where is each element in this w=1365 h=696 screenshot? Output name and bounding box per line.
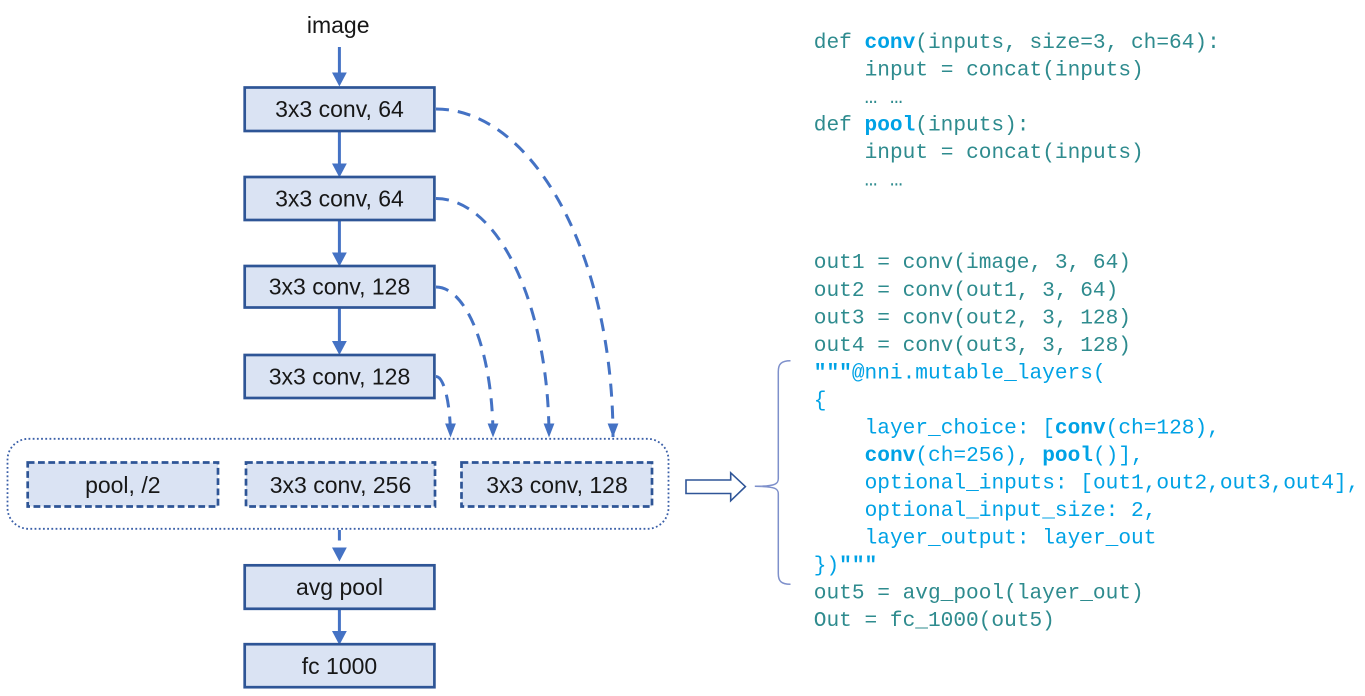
svg-text:3x3 conv, 256: 3x3 conv, 256 [270,472,412,498]
svg-text:"""@nni.mutable_layers(: """@nni.mutable_layers( [814,361,1106,385]
svg-text:input = concat(inputs): input = concat(inputs) [865,59,1144,83]
svg-text:avg pool: avg pool [296,574,383,600]
svg-text:out2 = conv(out1, 3, 64): out2 = conv(out1, 3, 64) [814,279,1118,303]
svg-text:3x3 conv, 64: 3x3 conv, 64 [275,96,404,122]
svg-text:3x3 conv, 128: 3x3 conv, 128 [269,364,411,390]
svg-text:Out = fc_1000(out5): Out = fc_1000(out5) [814,609,1055,633]
svg-text:… …: … … [865,86,903,110]
svg-text:})""": })""" [814,554,877,578]
svg-text:conv(ch=256), pool()],: conv(ch=256), pool()], [865,444,1144,468]
svg-text:out5 = avg_pool(layer_out): out5 = avg_pool(layer_out) [814,582,1144,606]
svg-text:3x3 conv, 128: 3x3 conv, 128 [269,274,411,300]
svg-text:3x3 conv, 128: 3x3 conv, 128 [486,472,628,498]
svg-text:{: { [814,389,827,413]
svg-text:out1 = conv(image, 3, 64): out1 = conv(image, 3, 64) [814,251,1131,275]
svg-text:… …: … … [865,169,903,193]
svg-text:pool, /2: pool, /2 [85,472,160,498]
svg-text:image: image [307,12,370,38]
svg-text:optional_input_size: 2,: optional_input_size: 2, [865,499,1157,523]
svg-text:input = concat(inputs): input = concat(inputs) [865,141,1144,165]
svg-text:out3 = conv(out2, 3, 128): out3 = conv(out2, 3, 128) [814,306,1131,330]
svg-text:3x3 conv, 64: 3x3 conv, 64 [275,186,404,212]
svg-text:out4 = conv(out3, 3, 128): out4 = conv(out3, 3, 128) [814,334,1131,358]
svg-text:layer_output: layer_out: layer_output: layer_out [865,527,1157,551]
svg-text:def conv(inputs, size=3, ch=64: def conv(inputs, size=3, ch=64): [814,31,1220,55]
svg-text:optional_inputs: [out1,out2,ou: optional_inputs: [out1,out2,out3,out4], [865,472,1360,496]
svg-text:layer_choice: [conv(ch=128),: layer_choice: [conv(ch=128), [865,416,1220,440]
svg-text:def pool(inputs):: def pool(inputs): [814,114,1030,138]
svg-text:fc 1000: fc 1000 [302,653,377,679]
